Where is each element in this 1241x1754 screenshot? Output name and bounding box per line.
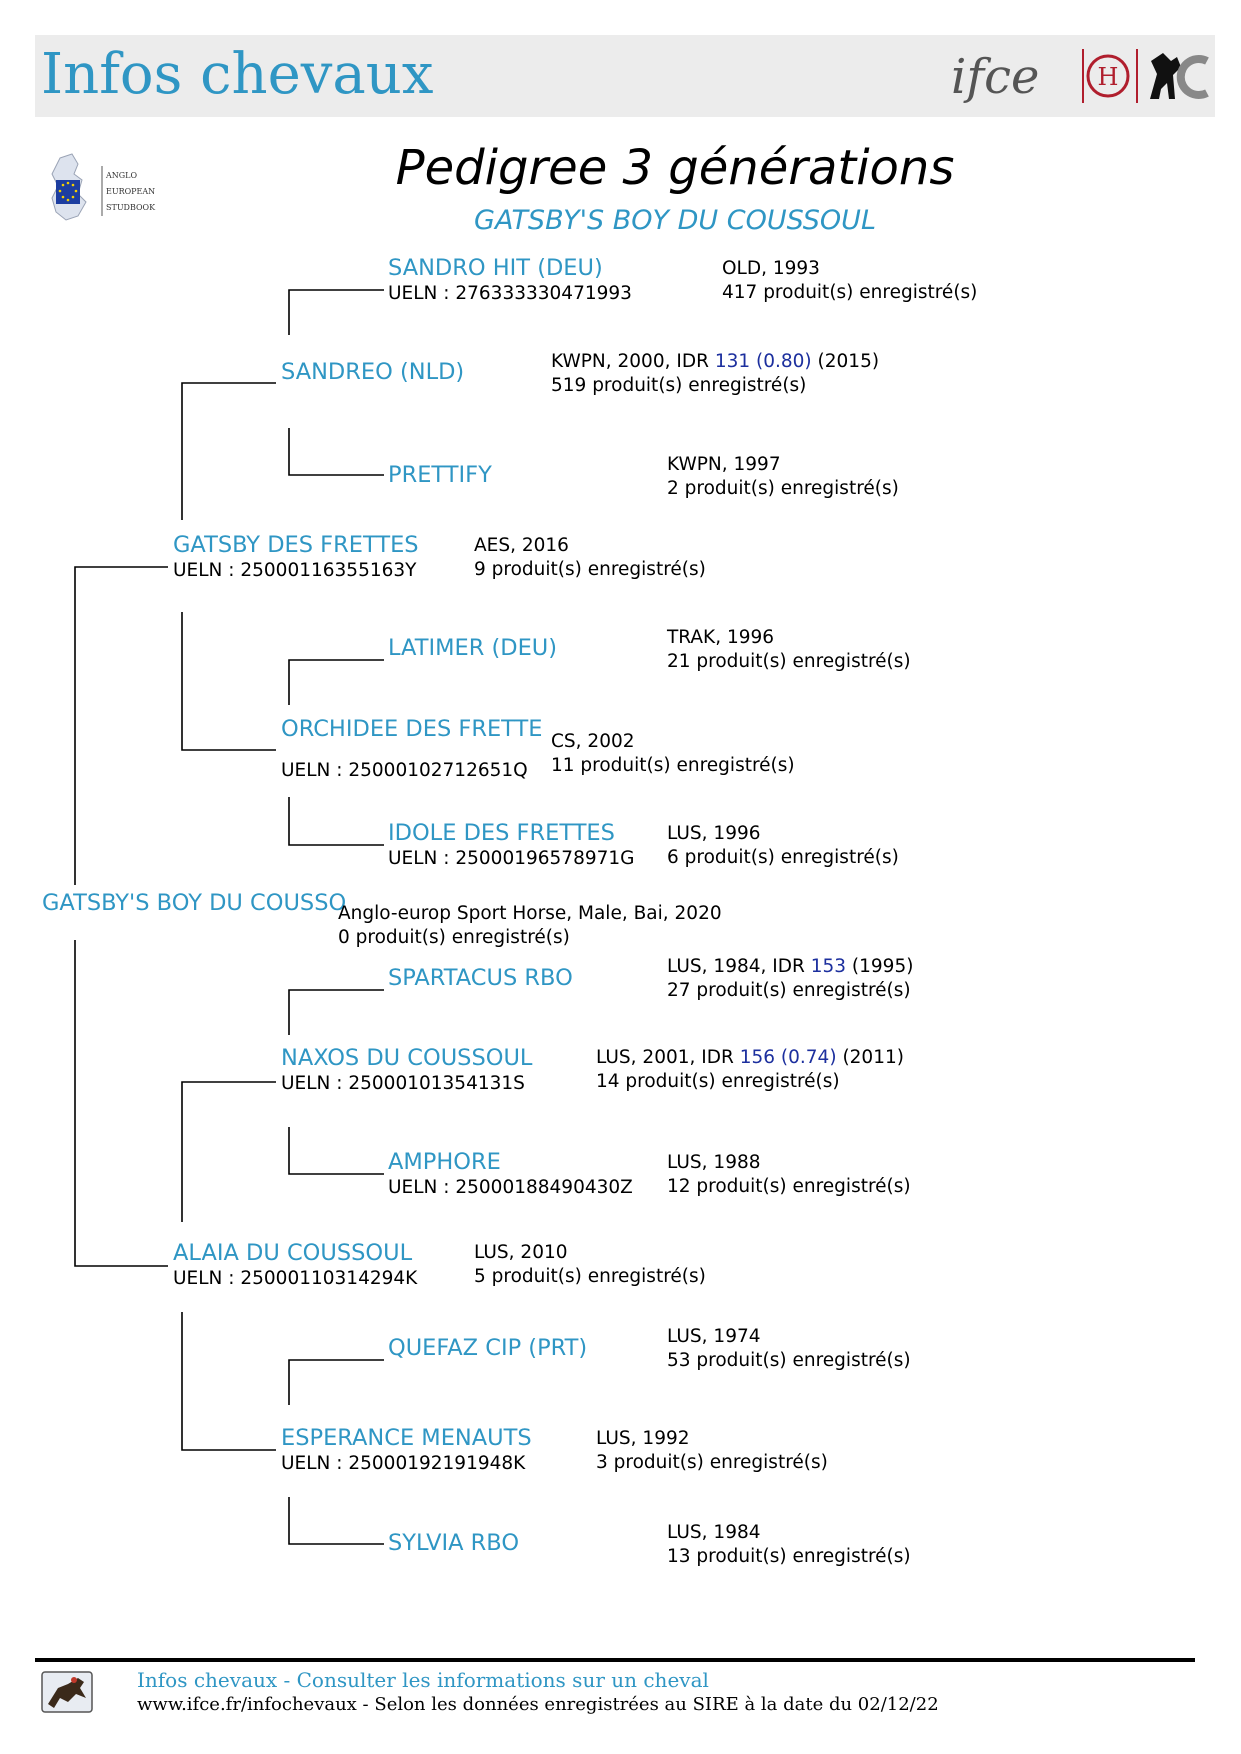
footer-divider xyxy=(35,1658,1195,1662)
dam-dam-ueln: UELN : 25000192191948K xyxy=(281,1453,526,1474)
subject-horse-name[interactable]: GATSBY'S BOY DU COUSSO xyxy=(42,890,347,916)
svg-text:H: H xyxy=(1098,63,1119,91)
idr-value: 153 xyxy=(810,956,847,977)
dam-sire-dam-name[interactable]: AMPHORE xyxy=(388,1149,501,1175)
dam-sire-name[interactable]: NAXOS DU COUSSOUL xyxy=(281,1045,533,1071)
horse-name-subtitle: GATSBY'S BOY DU COUSSOUL xyxy=(474,205,876,236)
horse-silhouette-icon xyxy=(1150,53,1181,99)
sire-sire-node: SANDREO (NLD) xyxy=(281,359,464,386)
dam-ueln: UELN : 25000110314294K xyxy=(173,1268,418,1289)
sire-dam-sire-name[interactable]: LATIMER (DEU) xyxy=(388,635,558,661)
page-title: Pedigree 3 générations xyxy=(395,140,955,196)
horse-jumping-icon xyxy=(41,1671,93,1713)
subject-horse-info: Anglo-europ Sport Horse, Male, Bai, 2020… xyxy=(338,903,722,948)
sire-sire-dam-node: PRETTIFY xyxy=(388,462,492,489)
idr-value: 131 xyxy=(714,351,751,372)
footer-line-1[interactable]: Infos chevaux - Consulter les informatio… xyxy=(137,1668,709,1692)
idr-value: 156 xyxy=(739,1047,776,1068)
dam-sire-sire-name[interactable]: SPARTACUS RBO xyxy=(388,965,573,991)
dam-sire-node: NAXOS DU COUSSOUL UELN : 25000101354131S xyxy=(281,1045,532,1096)
dam-dam-dam-node: SYLVIA RBO xyxy=(388,1530,519,1557)
dam-dam-node: ESPERANCE MENAUTS UELN : 25000192191948K xyxy=(281,1425,532,1476)
dam-sire-info: LUS, 2001, IDR 156 (0.74) (2011) 14 prod… xyxy=(596,1047,904,1092)
sire-dam-dam-name[interactable]: IDOLE DES FRETTES xyxy=(388,820,615,846)
dam-dam-name[interactable]: ESPERANCE MENAUTS xyxy=(281,1425,532,1451)
haras-emblem-icon xyxy=(1086,54,1130,98)
dam-dam-sire-node: QUEFAZ CIP (PRT) xyxy=(388,1335,587,1362)
dam-sire-dam-ueln: UELN : 25000188490430Z xyxy=(388,1177,633,1198)
sire-dam-node: ORCHIDEE DES FRETTE UELN : 2500010271265… xyxy=(281,716,551,783)
dam-sire-sire-info: LUS, 1984, IDR 153 (1995) 27 produit(s) … xyxy=(667,956,914,1001)
sire-dam-dam-node: IDOLE DES FRETTES UELN : 25000196578971G xyxy=(388,820,635,871)
sire-sire-sire-node: SANDRO HIT (DEU) UELN : 276333330471993 xyxy=(388,255,632,306)
svg-text:STUDBOOK: STUDBOOK xyxy=(106,203,156,212)
sire-dam-ueln: UELN : 25000102712651Q xyxy=(281,760,528,781)
sire-sire-name[interactable]: SANDREO (NLD) xyxy=(281,359,465,385)
dam-node: ALAIA DU COUSSOUL UELN : 25000110314294K xyxy=(173,1240,417,1291)
sire-dam-dam-ueln: UELN : 25000196578971G xyxy=(388,848,635,869)
sire-name[interactable]: GATSBY DES FRETTES xyxy=(173,532,419,558)
sire-dam-sire-node: LATIMER (DEU) xyxy=(388,635,557,662)
sire-sire-info: KWPN, 2000, IDR 131 (0.80) (2015) 519 pr… xyxy=(551,351,880,396)
studbook-logo: ANGLO EUROPEAN STUDBOOK xyxy=(51,153,156,221)
svg-text:ANGLO: ANGLO xyxy=(105,171,137,180)
dam-dam-dam-name[interactable]: SYLVIA RBO xyxy=(388,1530,520,1556)
idr-coefficient: (0.74) xyxy=(780,1047,837,1068)
dam-dam-sire-name[interactable]: QUEFAZ CIP (PRT) xyxy=(388,1335,588,1361)
c-letter-icon xyxy=(1176,55,1209,99)
ifce-logo-text: ifce xyxy=(951,49,1039,105)
ifce-logo: ifce H xyxy=(951,49,1209,105)
banner-title: Infos chevaux xyxy=(41,42,434,107)
dam-name[interactable]: ALAIA DU COUSSOUL xyxy=(173,1240,413,1266)
sire-sire-dam-name[interactable]: PRETTIFY xyxy=(388,462,492,488)
sire-ueln: UELN : 25000116355163Y xyxy=(173,560,417,581)
header-banner: Infos chevaux ifce H xyxy=(35,35,1215,117)
sire-node: GATSBY DES FRETTES UELN : 25000116355163… xyxy=(173,532,419,583)
sire-sire-sire-ueln: UELN : 276333330471993 xyxy=(388,283,632,304)
dam-sire-sire-node: SPARTACUS RBO xyxy=(388,965,573,992)
svg-text:EUROPEAN: EUROPEAN xyxy=(106,187,155,196)
dam-sire-ueln: UELN : 25000101354131S xyxy=(281,1073,525,1094)
sire-dam-name[interactable]: ORCHIDEE DES FRETTE xyxy=(281,716,543,742)
dam-sire-dam-node: AMPHORE UELN : 25000188490430Z xyxy=(388,1149,633,1200)
footer-line-2: www.ifce.fr/infochevaux - Selon les donn… xyxy=(137,1694,939,1715)
sire-sire-sire-name[interactable]: SANDRO HIT (DEU) xyxy=(388,255,603,281)
idr-coefficient: (0.80) xyxy=(756,351,812,372)
